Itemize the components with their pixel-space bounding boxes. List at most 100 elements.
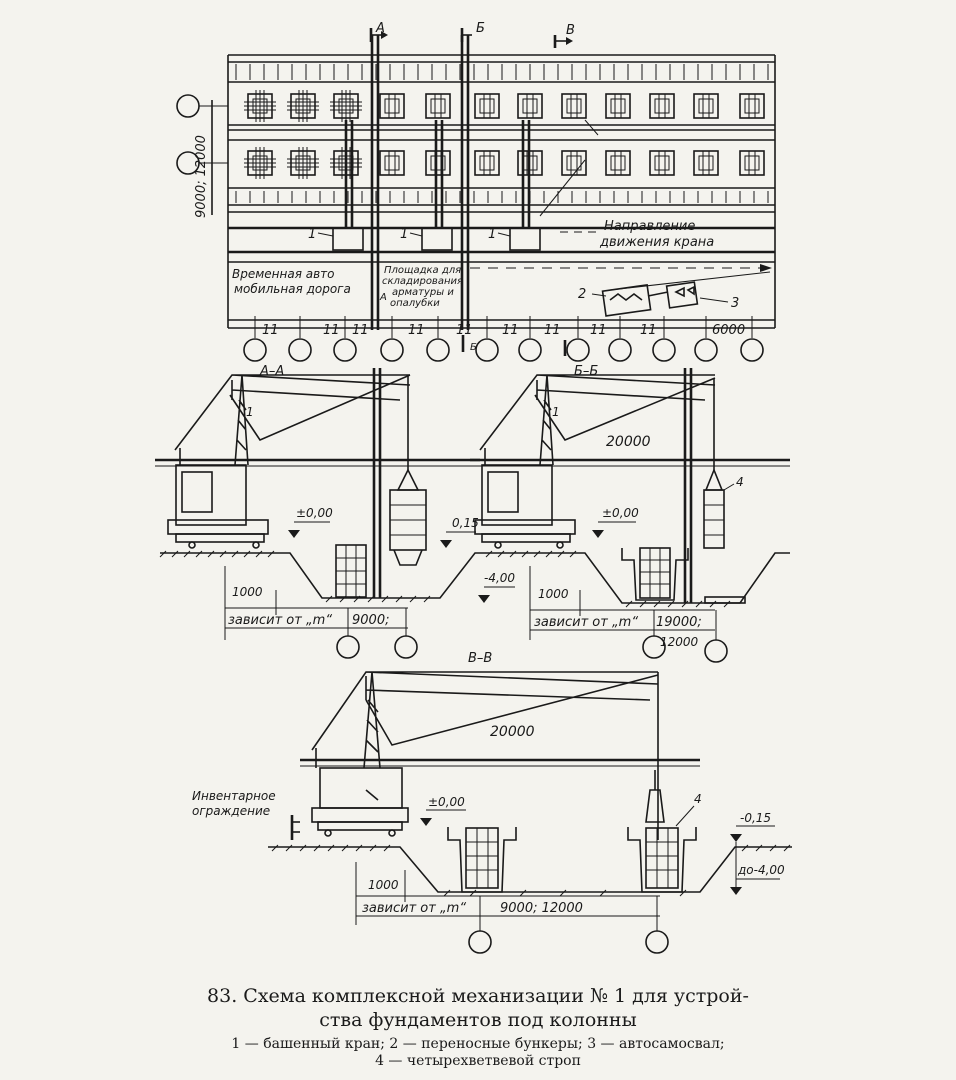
foundation-square [605,150,631,176]
bb-label-4: 4 [736,475,744,489]
vv-depends: зависит от „m“ [362,901,466,916]
plan-label-1b: 1 [400,227,408,242]
plan-label-3: 3 [731,296,739,311]
aa-level-top: 0,15 [452,516,479,530]
drawing: А Б В 9000; 12000 1 1 1 2 3 Направление … [155,21,792,954]
axis-circle [243,338,267,362]
span-label: 11 [352,323,369,338]
foundation-square [330,90,362,122]
bb-level-zero: ±0,00 [602,506,639,520]
bb-title: Б–Б [574,364,598,379]
foundation-square [474,93,500,119]
vv-label-4: 4 [694,792,702,806]
foundation-square [425,150,451,176]
section-mark-a: А [375,21,385,36]
section-bb [470,368,790,663]
crane-plan-2 [421,120,453,251]
road-line1: Временная авто [232,267,335,281]
site-line4: опалубки [390,297,440,309]
span-label: 11 [262,323,279,338]
caption-title-line1: 83. Схема комплексной механизации № 1 дл… [207,985,749,1007]
span-label: 11 [502,323,519,338]
foundation-square [425,93,451,119]
aa-depends: зависит от „m“ [228,613,332,628]
foundation-square [739,150,765,176]
aa-title: А–А [259,364,284,379]
span-label: 11 [590,323,607,338]
aa-dim-1000: 1000 [232,585,263,599]
legend-line1: 1 — башенный кран; 2 — переносные бункер… [231,1036,725,1052]
axis-circle-left-top [176,94,200,118]
direction-line2: движения крана [599,235,714,250]
bb-boom: 20000 [606,434,651,450]
dump-truck-plan [601,281,699,317]
axis-circle [566,338,590,362]
bb-dim-span2: 12000 [660,635,699,649]
axis-circle [652,338,676,362]
foundation-square [244,147,276,179]
plan-label-2: 2 [578,287,586,302]
bb-dim-span: 19000; [656,615,702,630]
foundation-square [379,150,405,176]
plan-tick-band-lower [235,191,769,203]
aa-level-zero: ±0,00 [296,506,333,520]
foundation-square [561,150,587,176]
span-label: 11 [408,323,425,338]
figure-caption: 83. Схема комплексной механизации № 1 дл… [0,984,956,1032]
foundation-square [287,147,319,179]
vv-fence-line1: Инвентарное [192,789,276,803]
bb-dim-1000: 1000 [538,587,569,601]
section-mark-v: В [566,23,575,38]
foundation-square [287,90,319,122]
axis-circle [380,338,404,362]
vv-level-zero: ±0,00 [428,795,465,809]
span-label: 11 [640,323,657,338]
aa-label-1: 1 [246,405,254,419]
section-a-small: А [379,292,387,303]
axis-circle [518,338,542,362]
direction-line1: Направление [604,219,695,234]
vv-dim-1000: 1000 [368,878,399,892]
span-ticks [254,316,753,338]
span-label: 11 [544,323,561,338]
crane-plan-1 [332,120,364,251]
bb-label-1: 1 [552,405,560,419]
plan-tick-band [235,64,769,80]
plan-label-1a: 1 [308,227,316,242]
foundation-square [605,93,631,119]
plan-view [176,28,776,362]
vv-level-bottom: до-4,00 [737,863,785,877]
axis-circle [694,338,718,362]
foundation-square [649,150,675,176]
crane-plan-3 [509,120,541,251]
foundation-square [739,93,765,119]
foundation-square [244,90,276,122]
section-aa [155,368,515,659]
axis-circle [608,338,632,362]
foundation-square [561,93,587,119]
axis-circle [426,338,450,362]
dim-vertical: 9000; 12000 [194,135,209,218]
span-last: 6000 [712,323,745,338]
vv-boom: 20000 [490,724,535,740]
aa-dim-span: 9000; [352,613,389,628]
foundation-square [379,93,405,119]
site-line2: складирования [382,276,463,287]
foundation-square [517,93,543,119]
site-line1: Площадка для [384,265,461,276]
foundation-square [649,93,675,119]
axis-circle [740,338,764,362]
vv-fence-line2: ограждение [192,804,270,818]
site-line3: арматуры и [392,287,454,298]
vv-level-top: -0,15 [740,811,771,825]
figure-legend: 1 — башенный кран; 2 — переносные бункер… [0,1036,956,1070]
foundation-square [693,93,719,119]
aa-level-bottom: -4,00 [484,571,515,585]
foundation-square [474,150,500,176]
section-vv [268,671,792,954]
caption-title-line2: ства фундаментов под колонны [319,1009,637,1031]
axis-circles-row [243,338,764,362]
foundation-square [693,150,719,176]
bb-depends: зависит от „m“ [534,615,638,630]
